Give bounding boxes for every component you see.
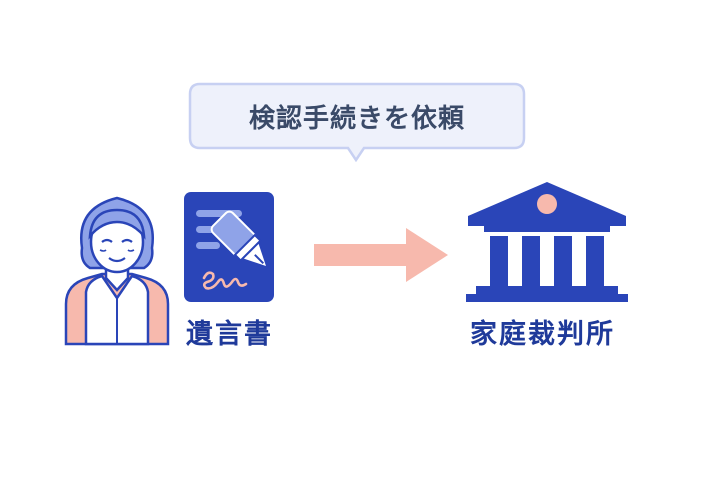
arrow-right-icon <box>314 228 448 282</box>
courthouse-icon <box>466 182 628 302</box>
court-label: 家庭裁判所 <box>470 319 615 350</box>
request-bubble: 検認手続きを依頼 <box>188 82 526 162</box>
will-document-icon <box>184 192 274 302</box>
bubble-shape <box>188 82 526 162</box>
document-label: 遺言書 <box>186 319 273 350</box>
elderly-woman-icon <box>64 196 170 346</box>
fountain-pen-icon <box>210 210 270 270</box>
bubble-text: 検認手続きを依頼 <box>248 103 465 134</box>
